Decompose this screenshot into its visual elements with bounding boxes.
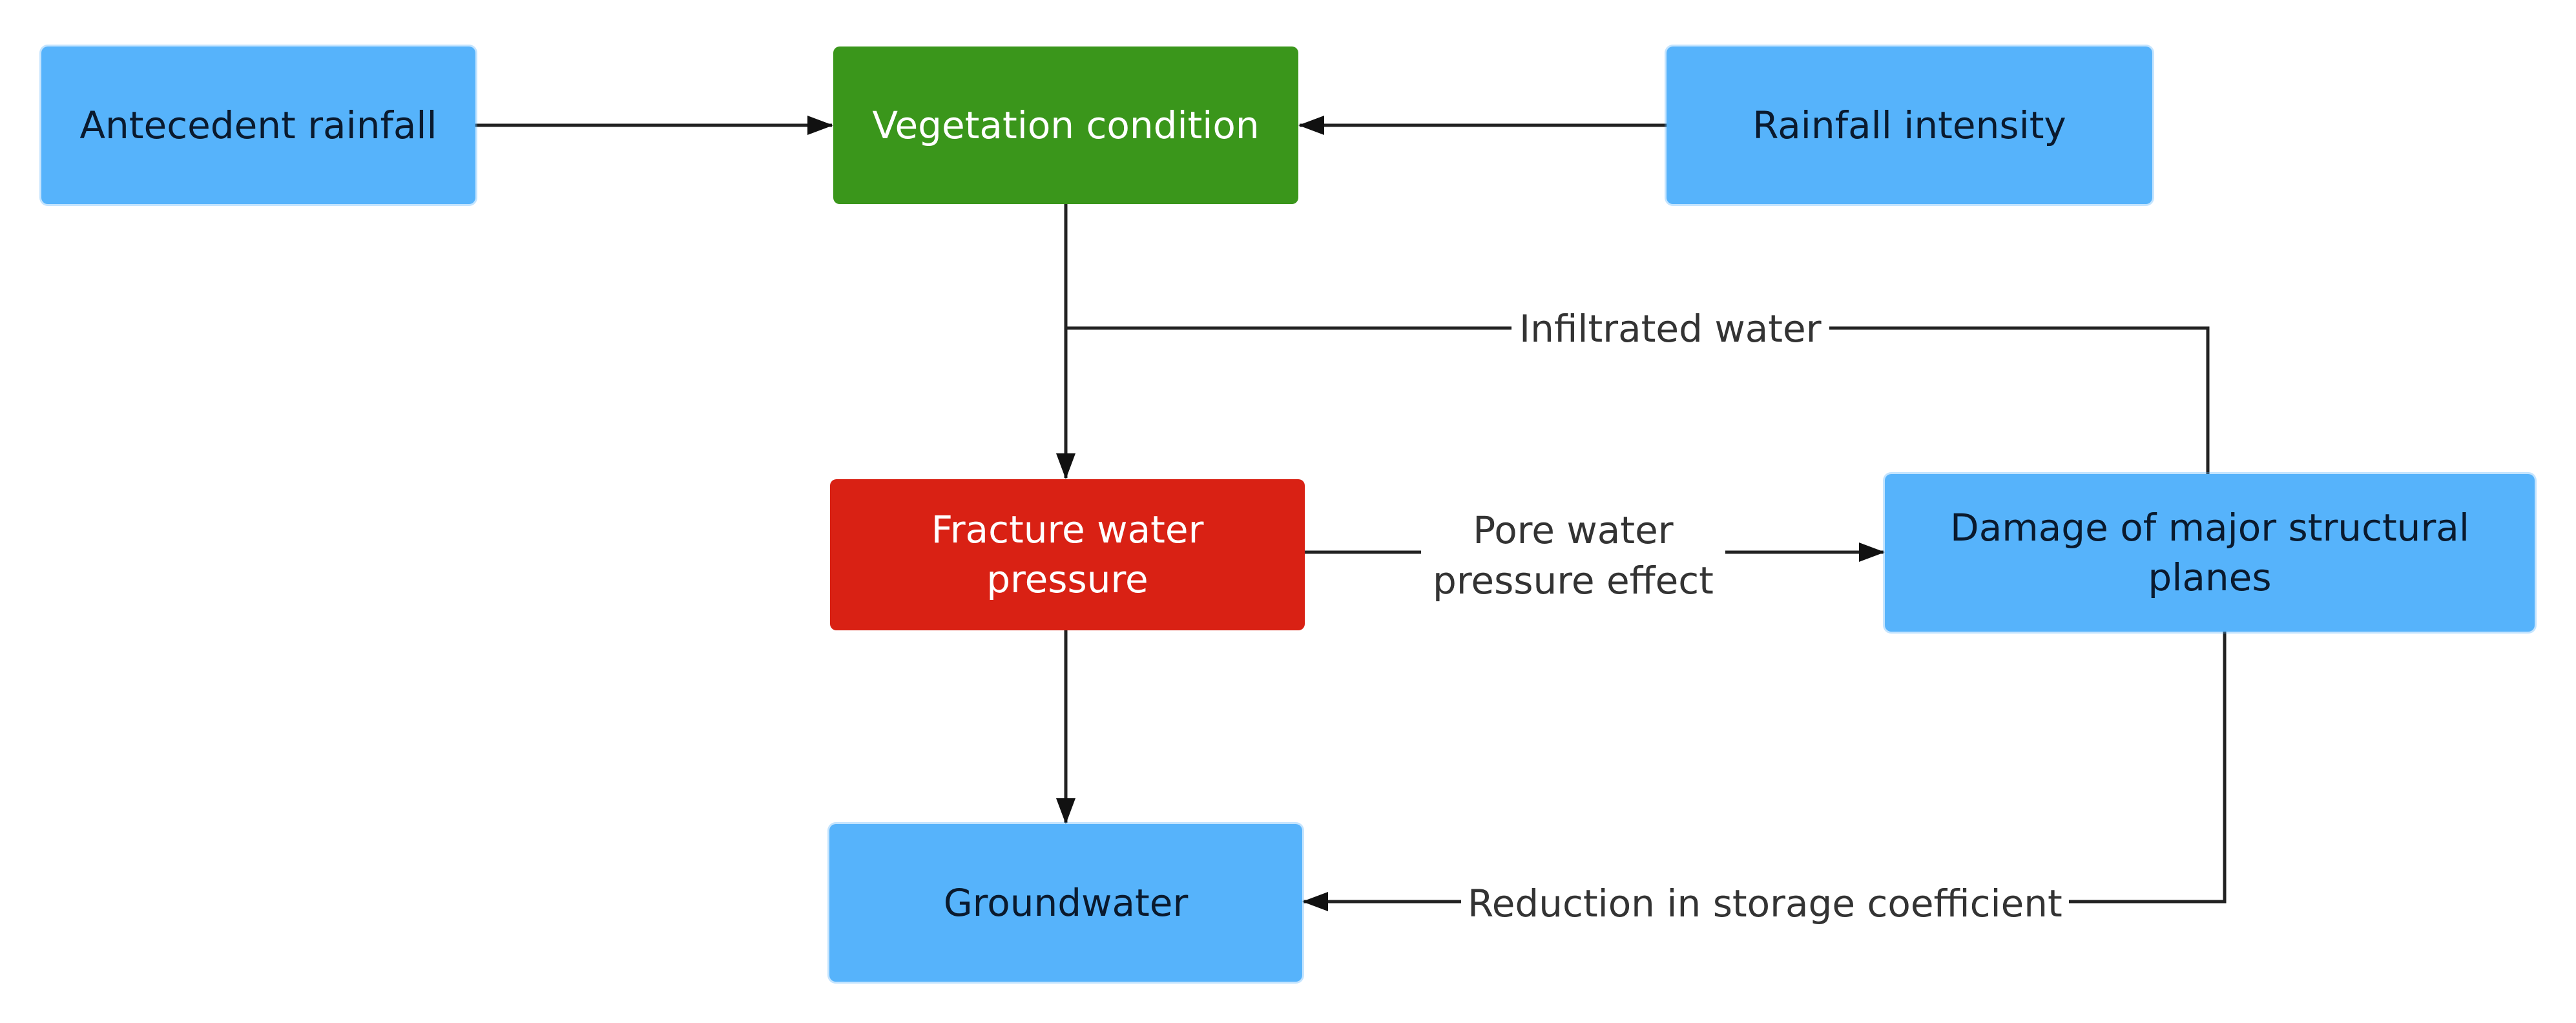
edge-label-pore-line1: Pore water	[1473, 508, 1674, 552]
node-vegetation-condition-label: Vegetation condition	[872, 103, 1260, 147]
edge-label-infiltrated-water: Infiltrated water	[1511, 304, 1829, 355]
node-damage-label-line1: Damage of major structural	[1950, 506, 2469, 550]
node-vegetation-condition: Vegetation condition	[833, 46, 1298, 204]
node-antecedent-rainfall-label: Antecedent rainfall	[79, 103, 437, 147]
node-groundwater-label: Groundwater	[943, 880, 1189, 925]
node-rainfall-intensity: Rainfall intensity	[1667, 46, 2152, 204]
node-rainfall-intensity-label: Rainfall intensity	[1752, 103, 2066, 147]
node-damage-label-line2: planes	[2148, 555, 2272, 599]
node-antecedent-rainfall: Antecedent rainfall	[41, 46, 475, 204]
node-fracture-water-pressure: Fracture water pressure	[830, 479, 1305, 630]
edge-damage-to-fracture-infiltrated	[1066, 326, 2210, 474]
edge-label-pore-water-pressure: Pore water pressure effect	[1421, 505, 1725, 606]
node-damage-structural-planes: Damage of major structural planes	[1885, 474, 2535, 632]
edge-damage-to-groundwater-reduction	[1302, 632, 2227, 911]
edge-label-reduction-storage: Reduction in storage coefficient	[1461, 878, 2069, 929]
node-fracture-label-line1: Fracture water	[931, 508, 1204, 552]
edge-label-pore-line2: pressure effect	[1433, 559, 1714, 603]
node-groundwater: Groundwater	[829, 824, 1302, 982]
node-fracture-label-line2: pressure	[986, 557, 1148, 601]
